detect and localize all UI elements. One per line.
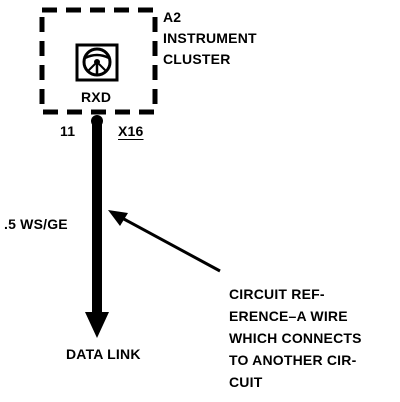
component-name-line-1: INSTRUMENT xyxy=(163,30,257,46)
component-id: A2 xyxy=(163,9,182,25)
pin-label: RXD xyxy=(81,89,112,105)
wire-label: .5 WS/GE xyxy=(4,216,68,232)
annotation-line-5: CUIT xyxy=(229,374,263,390)
annotation-line-4: TO ANOTHER CIR- xyxy=(229,352,357,368)
wire-line xyxy=(92,121,102,317)
pin-number: 11 xyxy=(60,123,76,139)
steering-wheel-icon xyxy=(75,43,119,82)
annotation-line-2: ERENCE–A WIRE xyxy=(229,308,348,324)
component-name-line-2: CLUSTER xyxy=(163,51,231,67)
annotation-leader-arrow xyxy=(108,210,221,273)
annotation-line-3: WHICH CONNECTS xyxy=(229,330,362,346)
component-dashed-box xyxy=(39,7,158,115)
wire-arrowhead xyxy=(85,312,109,338)
connector-label: X16 xyxy=(118,123,144,139)
annotation-line-1: CIRCUIT REF- xyxy=(229,286,325,302)
wire-destination: DATA LINK xyxy=(66,346,141,362)
